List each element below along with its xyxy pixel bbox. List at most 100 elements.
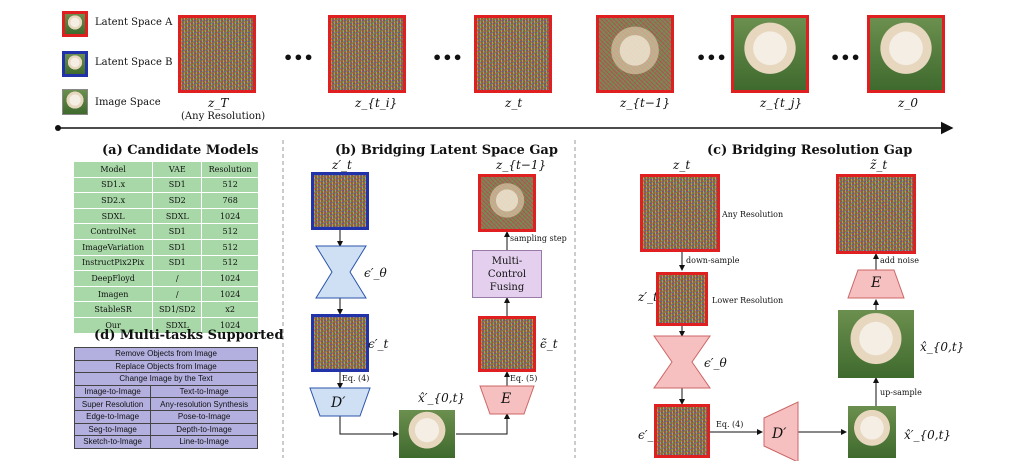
table-cell: ControlNet <box>72 223 154 240</box>
table-cell: Text-to-Image <box>150 384 258 399</box>
timeline-label-z0: z_0 <box>898 96 918 110</box>
table-cell: Pose-to-Image <box>150 409 258 424</box>
timeline-label-zti: z_{t_i} <box>355 96 398 110</box>
table-cell: SD1/SD2 <box>152 301 203 318</box>
panel-b-x0-label: x̂′_{0,t} <box>418 391 466 405</box>
table-cell: Image-to-Image <box>73 384 152 399</box>
panel-c-zt-tile <box>640 174 720 252</box>
table-row: Remove Objects from Image <box>74 347 258 361</box>
timeline-tile-z0 <box>867 15 945 93</box>
table-cell: 1024 <box>201 270 259 287</box>
panel-b-z-out-label: z_{t−1} <box>496 158 547 172</box>
panel-c-down-label: down-sample <box>686 256 740 265</box>
panel-c-ztilde-tile <box>836 174 916 254</box>
timeline-tile-ztj <box>731 15 809 93</box>
panel-c-zprime-tile <box>656 272 708 326</box>
panel-c-eps-t-tile <box>654 404 710 458</box>
table-cell: InstructPix2Pix <box>72 254 154 272</box>
panel-b-eq5-label: Eq. (5) <box>510 374 538 383</box>
panel-b-x0-tile <box>399 410 455 458</box>
table-cell: Line-to-Image <box>150 435 258 449</box>
timeline-label-zT: z_T <box>208 96 229 110</box>
table-cell: StableSR <box>72 301 154 318</box>
table-cell: SD1.x <box>72 176 154 194</box>
table-cell: Super Resolution <box>73 397 152 411</box>
panel-c-eps-label: ϵ′_θ <box>704 356 727 370</box>
table-cell: 768 <box>201 192 259 209</box>
table-cell: SD2 <box>152 192 203 209</box>
table-cell: x2 <box>201 301 259 318</box>
table-cell: Sketch-to-Image <box>73 435 152 449</box>
timeline-tile-zt-1 <box>596 15 674 93</box>
panel-c-zt-label: z_t <box>673 158 691 172</box>
panel-b-z-in-label: z′_t <box>332 158 352 172</box>
panel-c-eq4-label: Eq. (4) <box>716 420 744 429</box>
table-cell: 512 <box>201 238 259 256</box>
panel-c-zprime-label: z′_t <box>638 290 658 304</box>
panel-b-eps-tilde-label: ϵ̃_t <box>540 337 558 351</box>
legend-label-image: Image Space <box>95 97 161 108</box>
table-cell: 512 <box>201 223 259 240</box>
panel-c-x0p-tile <box>848 406 896 458</box>
table-row: Replace Objects from Image <box>74 359 258 374</box>
table-cell: Imagen <box>72 285 154 303</box>
table-cell: Our <box>72 316 154 334</box>
table-cell: / <box>152 285 203 303</box>
table-cell: Any-resolution Synthesis <box>150 397 258 411</box>
panel-b-sampling-label: sampling step <box>510 234 567 243</box>
panel-b-eps-hourglass <box>315 245 367 299</box>
timeline-label-zt: z_t <box>505 96 523 110</box>
panel-b-decoder-label: D′ <box>331 395 346 411</box>
table-row: DeepFloyd/1024 <box>72 270 259 287</box>
panel-c-add-noise-label: add noise <box>880 256 919 265</box>
table-cell: 1024 <box>201 285 259 303</box>
table-cell: SDXL <box>152 316 203 334</box>
panel-c-title: (c) Bridging Resolution Gap <box>707 143 913 158</box>
table-cell: SD1 <box>152 254 203 272</box>
table-cell: SDXL <box>152 207 203 225</box>
timeline-label-any-resolution: (Any Resolution) <box>181 111 266 122</box>
panel-a-title: (a) Candidate Models <box>102 143 259 158</box>
panel-b-eps-label: ϵ′_θ <box>364 266 387 280</box>
panel-b-z-in-tile <box>311 172 369 230</box>
table-cell: ImageVariation <box>72 238 154 256</box>
panel-c-encoder-shape <box>847 269 905 299</box>
table-cell: 1024 <box>201 316 259 334</box>
panel-b-eq4-label: Eq. (4) <box>342 374 370 383</box>
panel-d-title: (d) Multi-tasks Supported <box>94 328 284 343</box>
table-row: Imagen/1024 <box>72 285 259 303</box>
panel-b-decoder-shape <box>309 387 371 417</box>
panel-c-eps-hourglass <box>653 335 711 389</box>
timeline-dots-2: ••• <box>432 48 463 67</box>
table-cell: SD1 <box>152 238 203 256</box>
panel-b-eps-t-tile <box>311 314 369 372</box>
table-header-row: Model VAE Resolution <box>72 161 259 178</box>
legend-label-latent-b: Latent Space B <box>95 57 173 68</box>
panel-c-decoder-label: D′ <box>772 426 787 442</box>
legend-label-latent-a: Latent Space A <box>95 17 173 28</box>
panel-c-upsample-label: up-sample <box>880 388 922 397</box>
table-header-cell: VAE <box>152 161 203 178</box>
table-cell: Remove Objects from Image <box>74 347 258 361</box>
table-cell: / <box>152 270 203 287</box>
panel-b-fuse-box: Multi-Control Fusing <box>472 250 542 298</box>
timeline-label-zt-1: z_{t−1} <box>620 96 671 110</box>
panel-b-encoder-label: E <box>501 391 512 407</box>
table-cell: Depth-to-Image <box>150 422 258 437</box>
panel-b-title: (b) Bridging Latent Space Gap <box>335 143 558 158</box>
panel-c-x0-label: x̂_{0,t} <box>920 340 965 354</box>
timeline-tile-zt <box>474 15 552 93</box>
